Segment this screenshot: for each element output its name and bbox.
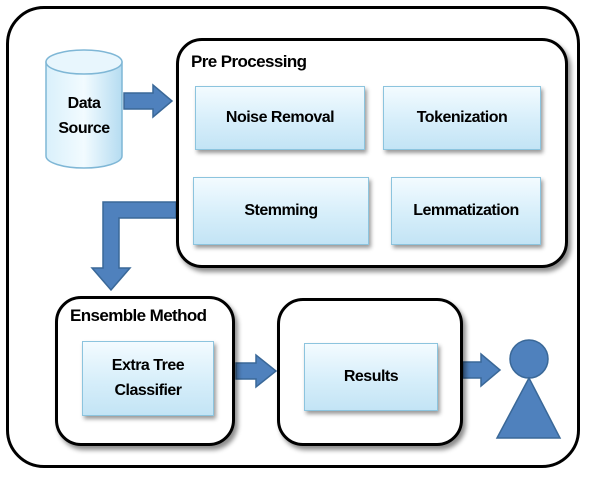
- pre-processing-panel: Pre Processing Noise Removal Tokenizatio…: [176, 38, 568, 268]
- arrow-results-to-user: [462, 352, 502, 388]
- ensemble-method-title: Ensemble Method: [70, 306, 207, 325]
- lemmatization-box: Lemmatization: [391, 177, 541, 245]
- ensemble-method-panel: Ensemble Method Extra Tree Classifier: [55, 296, 235, 446]
- arrow-ensemble-to-results: [235, 353, 278, 389]
- classifier-line1: Extra Tree: [111, 356, 185, 374]
- data-source-line2: Source: [58, 119, 110, 137]
- results-panel: Results: [277, 298, 463, 446]
- data-source-label: Data Source: [48, 92, 120, 142]
- person-icon: [495, 339, 562, 439]
- tokenization-box: Tokenization: [383, 86, 541, 150]
- arrow-preprocessing-to-ensemble: [90, 201, 177, 292]
- cylinder-icon: [45, 49, 123, 169]
- pre-processing-title: Pre Processing: [191, 52, 307, 71]
- data-source-line1: Data: [67, 95, 101, 112]
- extra-tree-classifier-box: Extra Tree Classifier: [82, 341, 214, 416]
- noise-removal-box: Noise Removal: [195, 86, 365, 150]
- results-box: Results: [304, 343, 438, 411]
- classifier-line2: Classifier: [114, 381, 182, 399]
- stemming-box: Stemming: [193, 177, 369, 245]
- arrow-datasource-to-preprocessing: [123, 83, 174, 119]
